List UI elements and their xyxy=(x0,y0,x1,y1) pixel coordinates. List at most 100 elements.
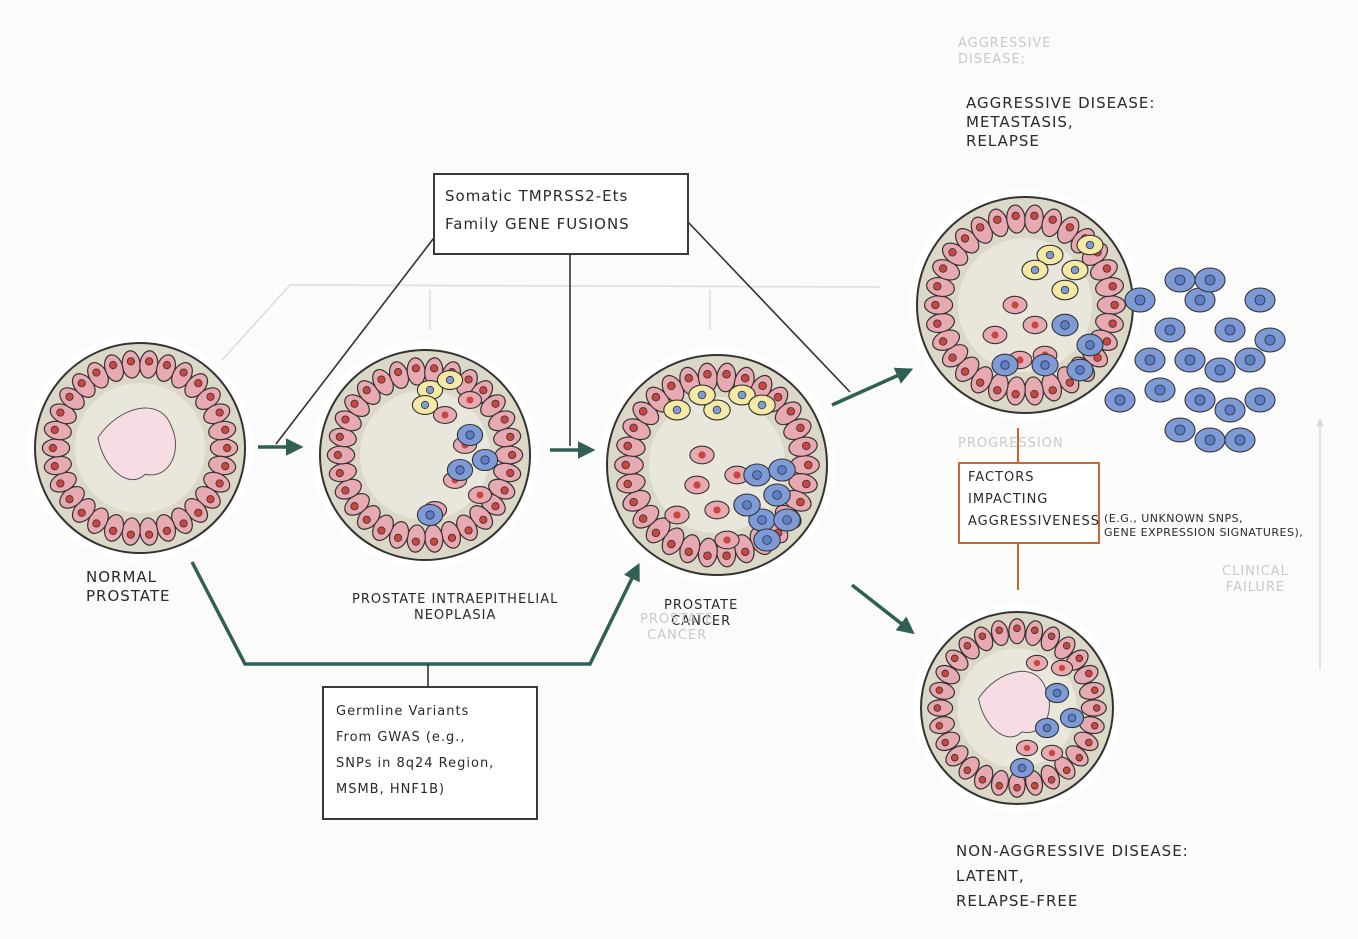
cell-nucleus xyxy=(961,235,969,243)
cell-nucleus xyxy=(163,361,170,368)
cell-nucleus xyxy=(1225,325,1235,335)
cell-nucleus xyxy=(996,782,1003,789)
somatic-box-line2: Family GENE FUSIONS xyxy=(445,215,630,234)
cell-nucleus xyxy=(93,520,100,527)
cell-nucleus xyxy=(223,444,230,451)
cell-nucleus xyxy=(481,456,489,464)
cell-nucleus xyxy=(652,393,660,401)
cell-nucleus xyxy=(713,406,721,414)
faint-progression-text: Progression xyxy=(958,436,1064,452)
gland-pin xyxy=(312,342,538,568)
cell-nucleus xyxy=(1066,379,1074,387)
cell-nucleus xyxy=(1135,295,1145,305)
cell-nucleus xyxy=(448,534,455,541)
cell-nucleus xyxy=(480,387,487,394)
cell-nucleus xyxy=(1255,295,1265,305)
cell-nucleus xyxy=(1031,782,1038,789)
cell-nucleus xyxy=(49,444,56,451)
cell-nucleus xyxy=(216,480,223,487)
cell-nucleus xyxy=(733,471,740,478)
cell-nucleus xyxy=(804,461,812,469)
cell-nucleus xyxy=(713,506,720,513)
cell-nucleus xyxy=(979,633,986,640)
cell-nucleus xyxy=(1048,776,1055,783)
cell-nucleus xyxy=(456,466,464,474)
faint-aggressive-text: Aggressive Disease; xyxy=(958,36,1052,69)
cell-nucleus xyxy=(507,433,514,440)
cell-nucleus xyxy=(1195,395,1205,405)
cell-nucleus xyxy=(936,722,943,729)
cell-nucleus xyxy=(961,368,969,376)
cell-nucleus xyxy=(1063,767,1070,774)
cell-nucleus xyxy=(668,540,676,548)
cell-nucleus xyxy=(1024,745,1030,751)
cell-nucleus xyxy=(1091,687,1098,694)
cell-nucleus xyxy=(78,380,85,387)
cell-nucleus xyxy=(1046,251,1054,259)
cell-nucleus xyxy=(467,397,474,404)
cell-nucleus xyxy=(1049,386,1057,394)
cell-nucleus xyxy=(774,393,782,401)
cell-nucleus xyxy=(430,538,437,545)
cell-nucleus xyxy=(1014,625,1021,632)
cell-nucleus xyxy=(1085,670,1092,677)
cell-nucleus xyxy=(723,552,731,560)
cell-nucleus xyxy=(1049,750,1055,756)
cell-nucleus xyxy=(426,511,434,519)
cell-nucleus xyxy=(759,382,767,390)
factors-aggressiveness-box: Factors Impacting Aggressiveness xyxy=(958,462,1100,544)
cell-nucleus xyxy=(1031,212,1039,220)
cell-nucleus xyxy=(480,516,487,523)
cell-nucleus xyxy=(1185,355,1195,365)
cell-nucleus xyxy=(787,407,795,415)
cell-nucleus xyxy=(207,393,214,400)
cell-nucleus xyxy=(704,370,712,378)
cell-nucleus xyxy=(412,538,419,545)
cell-nucleus xyxy=(336,433,343,440)
arrow-cancer-to-nonaggressive xyxy=(852,585,912,632)
cell-nucleus xyxy=(222,426,229,433)
cell-nucleus xyxy=(195,509,202,516)
cell-nucleus xyxy=(1215,365,1225,375)
cell-nucleus xyxy=(446,376,453,383)
cell-nucleus xyxy=(942,739,949,746)
cell-nucleus xyxy=(630,498,638,506)
cell-nucleus xyxy=(378,376,385,383)
arrow-cancer-to-aggressive xyxy=(832,370,910,405)
cell-nucleus xyxy=(639,515,647,523)
cell-nucleus xyxy=(673,406,681,414)
cell-nucleus xyxy=(216,409,223,416)
cell-nucleus xyxy=(1076,754,1083,761)
cell-nucleus xyxy=(1001,361,1010,370)
cell-nucleus xyxy=(976,379,984,387)
cell-nucleus xyxy=(1053,689,1061,697)
metastatic-cells xyxy=(1105,268,1285,452)
cell-nucleus xyxy=(698,391,706,399)
cell-nucleus xyxy=(1012,212,1020,220)
cell-nucleus xyxy=(501,416,508,423)
cell-nucleus xyxy=(758,516,767,525)
cell-nucleus xyxy=(1155,385,1165,395)
normal-prostate-label: Normal Prostate xyxy=(86,568,171,606)
factors-examples-note: (e.g., unknown SNPs, gene expression sig… xyxy=(1104,512,1303,540)
cell-nucleus xyxy=(78,509,85,516)
cell-nucleus xyxy=(802,480,810,488)
cell-nucleus xyxy=(342,416,349,423)
cell-nucleus xyxy=(1245,355,1255,365)
cell-nucleus xyxy=(492,503,499,510)
gland-normal xyxy=(27,335,253,561)
germline-line2: From GWAS (e.g., xyxy=(336,730,466,746)
cell-nucleus xyxy=(195,380,202,387)
cell-nucleus xyxy=(668,382,676,390)
cell-nucleus xyxy=(1041,361,1050,370)
cell-nucleus xyxy=(145,358,152,365)
cell-nucleus xyxy=(1109,320,1117,328)
cell-nucleus xyxy=(622,461,630,469)
cell-nucleus xyxy=(673,511,680,518)
cell-nucleus xyxy=(1031,321,1038,328)
cell-nucleus xyxy=(477,492,484,499)
cell-nucleus xyxy=(1014,784,1021,791)
cell-nucleus xyxy=(693,481,700,488)
cell-nucleus xyxy=(1048,633,1055,640)
cell-nucleus xyxy=(93,369,100,376)
